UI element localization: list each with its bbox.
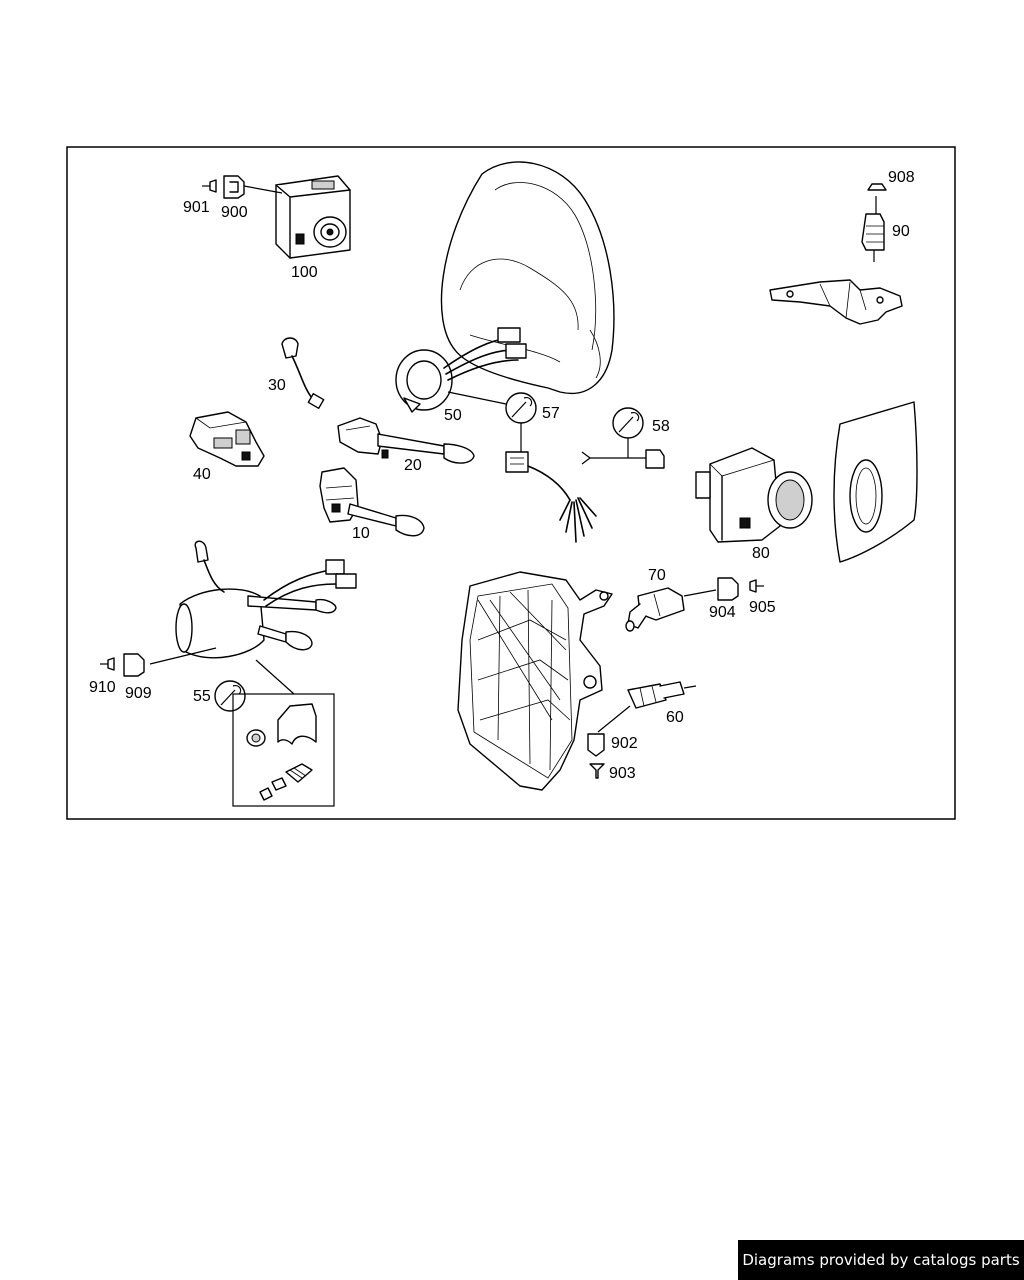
- label-100: 100: [291, 264, 318, 281]
- label-902: 902: [611, 735, 638, 752]
- part-40-switch-module[interactable]: [189, 411, 265, 467]
- part-20-turn-signal-switch[interactable]: [337, 417, 475, 464]
- part-901-contact[interactable]: [202, 179, 217, 193]
- label-903: 903: [609, 765, 636, 782]
- part-100-ignition-switch[interactable]: [275, 175, 351, 259]
- part-80-light-switch[interactable]: [695, 447, 813, 543]
- part-57-wiring-harness[interactable]: [505, 392, 597, 543]
- footer-caption: Diagrams provided by catalogs parts: [738, 1240, 1024, 1280]
- label-10: 10: [352, 525, 370, 542]
- label-40: 40: [193, 466, 211, 483]
- label-60: 60: [666, 709, 684, 726]
- part-910-contact[interactable]: [100, 657, 115, 671]
- label-50: 50: [444, 407, 462, 424]
- label-30: 30: [268, 377, 286, 394]
- part-900-connector[interactable]: [223, 175, 245, 199]
- part-904-connector[interactable]: [717, 577, 739, 601]
- label-70: 70: [648, 567, 666, 584]
- label-909: 909: [125, 685, 152, 702]
- part-909-connector[interactable]: [123, 653, 145, 677]
- pedal-bracket: [769, 279, 903, 325]
- part-903-contact[interactable]: [589, 763, 605, 779]
- label-80: 80: [752, 545, 770, 562]
- diagram-frame: [66, 146, 956, 820]
- part-60-clutch-switch[interactable]: [627, 681, 697, 709]
- label-905: 905: [749, 599, 776, 616]
- steering-wheel: [440, 161, 615, 394]
- label-900: 900: [221, 204, 248, 221]
- label-910: 910: [89, 679, 116, 696]
- label-908: 908: [888, 169, 915, 186]
- pedal-box-assembly: [457, 571, 613, 791]
- part-55-repair-kit[interactable]: [214, 680, 335, 807]
- part-30-cable[interactable]: [281, 337, 325, 410]
- part-908-clip[interactable]: [867, 183, 887, 191]
- label-901: 901: [183, 199, 210, 216]
- label-58: 58: [652, 418, 670, 435]
- part-10-wiper-switch[interactable]: [319, 467, 425, 537]
- part-902-connector[interactable]: [587, 733, 605, 757]
- steering-column-switch-assembly: [175, 540, 357, 659]
- label-57: 57: [542, 405, 560, 422]
- part-58-connector-repair-kit[interactable]: [581, 407, 665, 469]
- part-70-stop-lamp-switch[interactable]: [625, 587, 685, 632]
- part-905-contact[interactable]: [749, 579, 764, 593]
- trim-cover-panel: [833, 401, 918, 563]
- label-90: 90: [892, 223, 910, 240]
- label-904: 904: [709, 604, 736, 621]
- part-90-sensor[interactable]: [861, 196, 885, 262]
- part-50-clock-spring[interactable]: [395, 327, 527, 413]
- label-20: 20: [404, 457, 422, 474]
- label-55: 55: [193, 688, 211, 705]
